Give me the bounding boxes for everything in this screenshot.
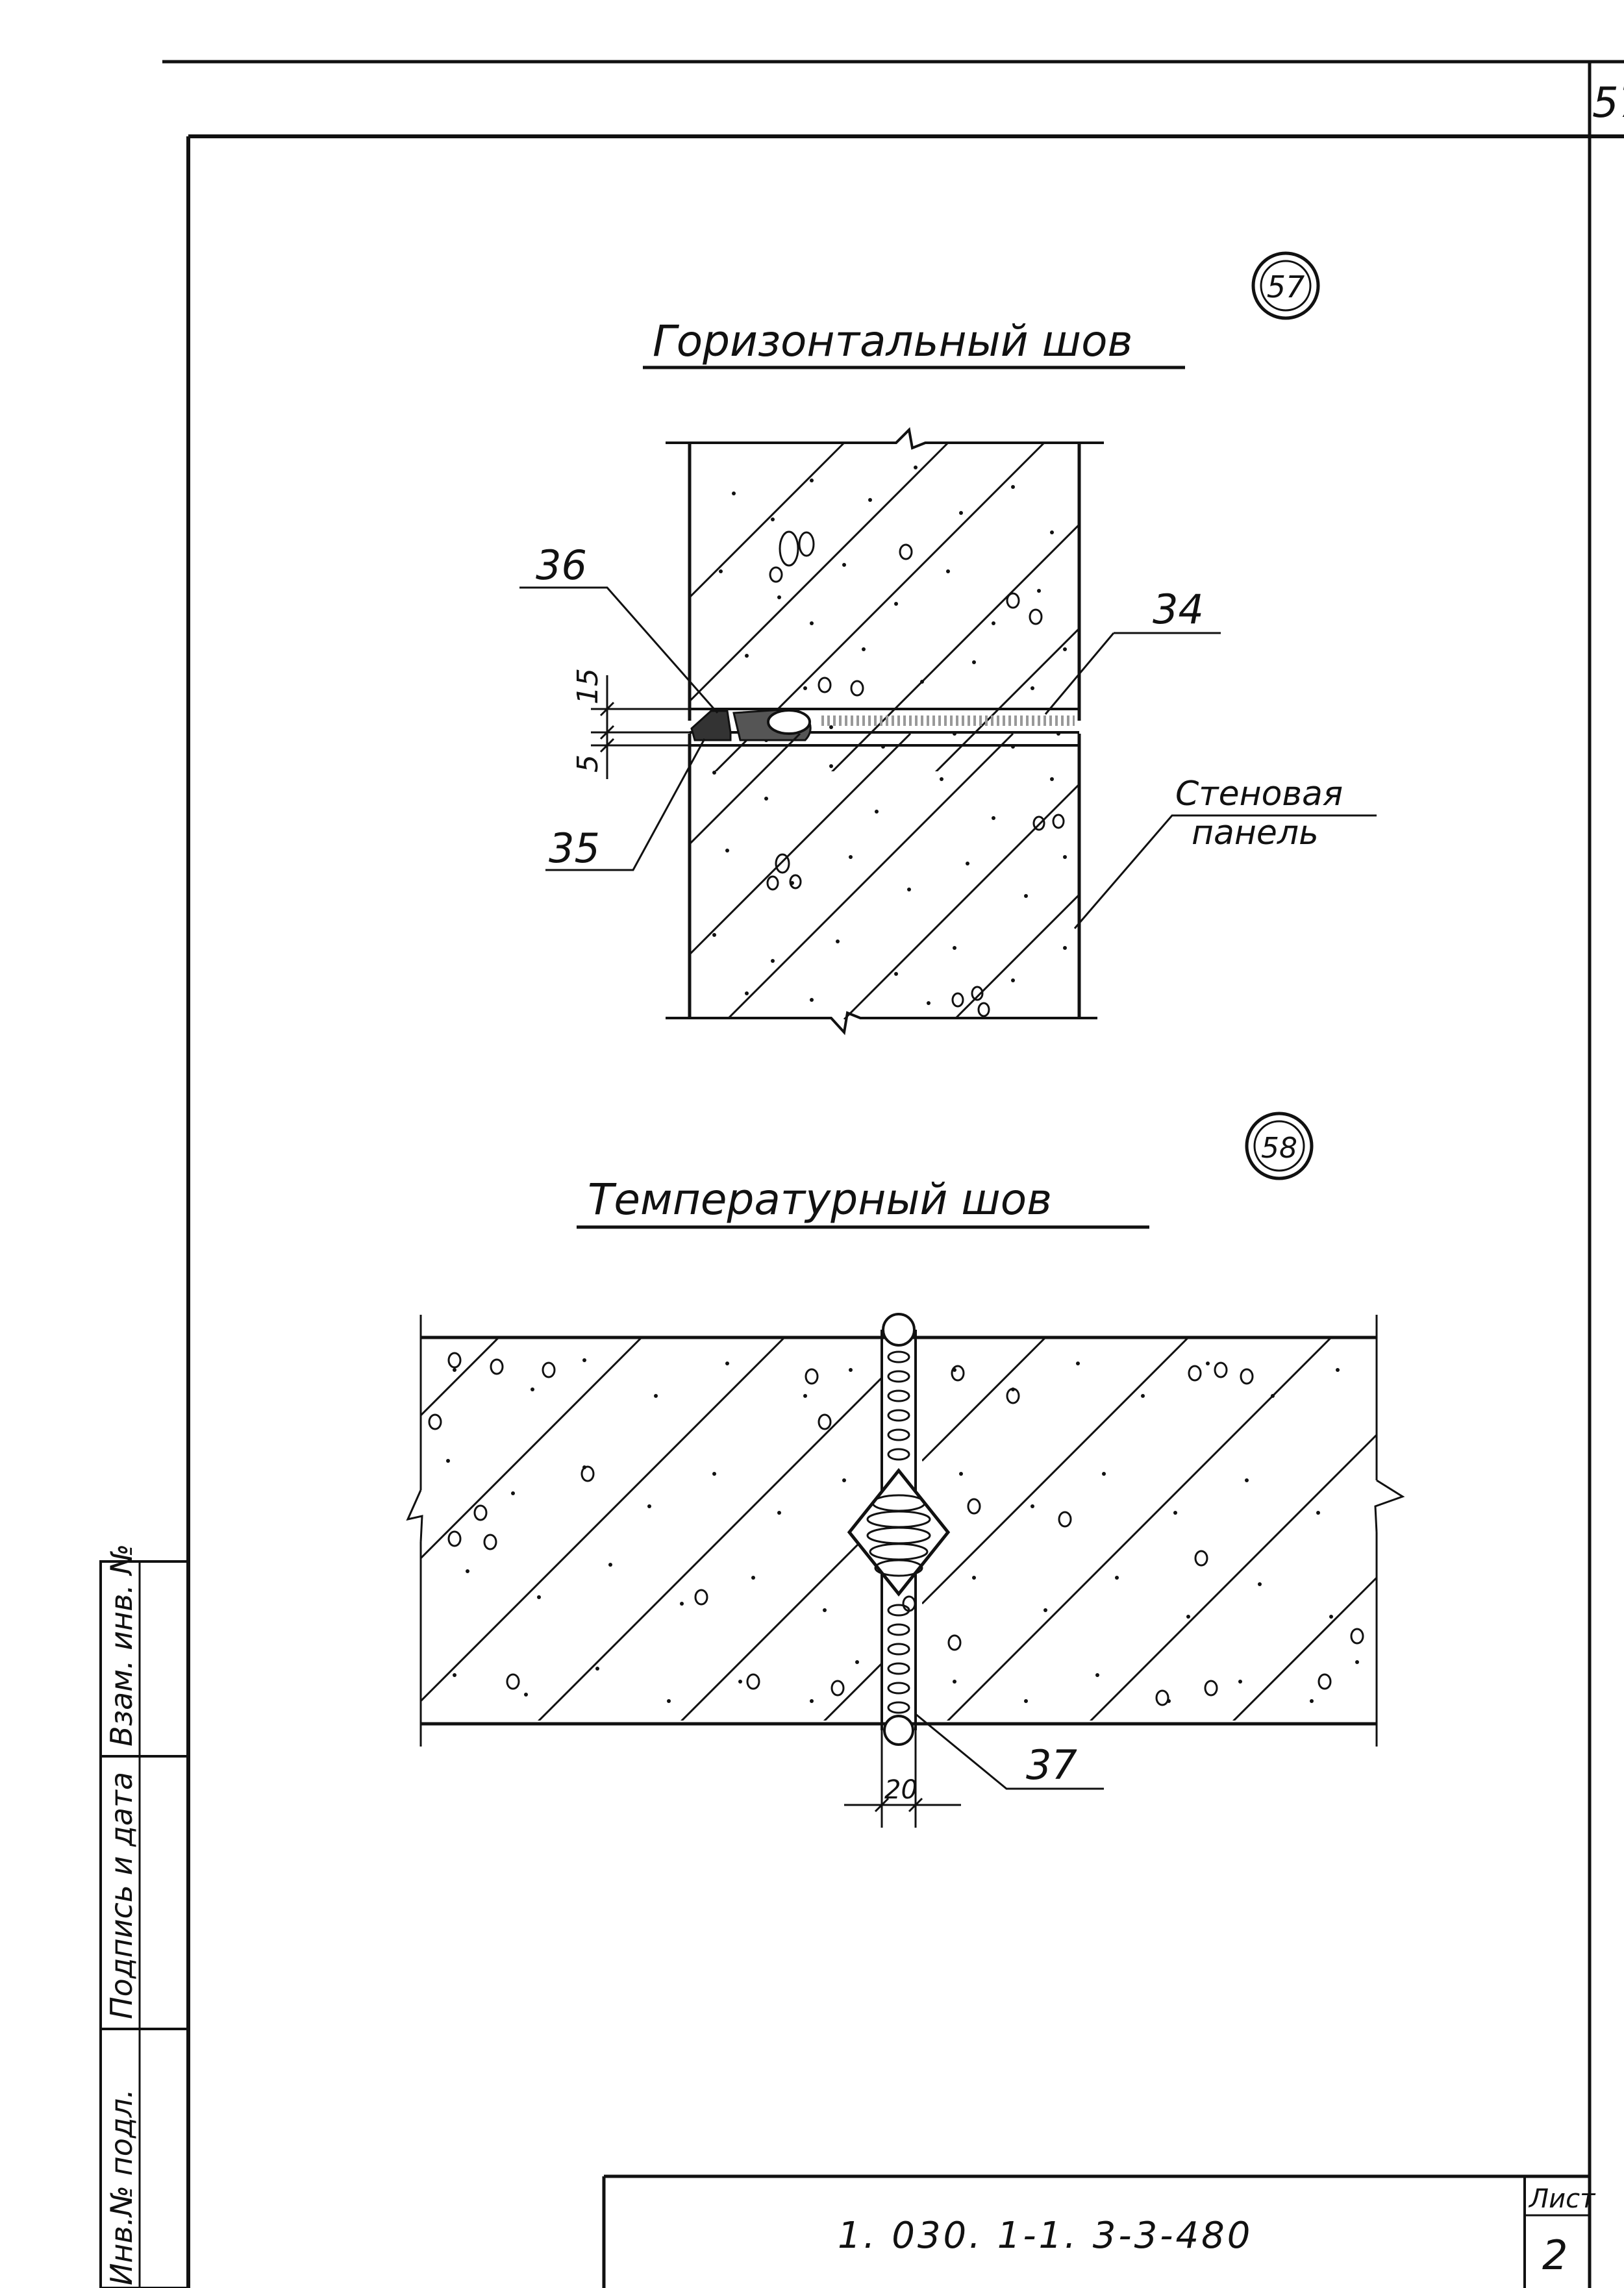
detail-58-marker xyxy=(1245,1112,1314,1180)
detail-57-marker xyxy=(1251,251,1320,320)
callout-35: 35 xyxy=(549,825,600,872)
callout-wall-panel-line1: Стеновая xyxy=(1175,775,1343,814)
dimension-15: 15 xyxy=(571,668,605,704)
page-number-corner: 57 xyxy=(1592,79,1624,127)
concrete-stipple-bottom xyxy=(712,764,1067,1005)
stamp-signature-date: Подпись и дата xyxy=(104,1772,139,2019)
break-mark-left xyxy=(406,1489,423,1543)
sealant-35 xyxy=(690,710,732,741)
detail-57: 57 Горизонтальный шов xyxy=(519,251,1377,1036)
detail-57-leaders xyxy=(519,586,1377,929)
break-line-top xyxy=(666,427,1104,450)
right-slab xyxy=(922,1336,1377,1721)
title-block-sheet-number: 2 xyxy=(1542,2232,1568,2279)
callout-36: 36 xyxy=(536,541,587,589)
break-line-bottom xyxy=(666,1011,1097,1036)
dimension-20: 20 xyxy=(884,1775,918,1805)
stamp-inv-no-orig: Инв.№ подл. xyxy=(104,2089,139,2285)
lower-wall-panel xyxy=(666,734,1097,1036)
callout-wall-panel-line2: панель xyxy=(1192,814,1319,852)
expansion-joint-filler-37 xyxy=(847,1313,951,1746)
stamp-replaced-inv: Взам. инв. № xyxy=(104,1544,139,1747)
title-block-designation: 1. 030. 1-1. 3-3-480 xyxy=(838,2215,1253,2257)
dimension-20-lines xyxy=(844,1730,961,1828)
leader-37 xyxy=(915,1713,1104,1790)
detail-57-number: 57 xyxy=(1267,269,1305,305)
break-mark-right xyxy=(1374,1479,1405,1533)
detail-58-number: 58 xyxy=(1261,1132,1297,1165)
detail-57-title: Горизонтальный шов xyxy=(653,316,1132,366)
dimension-15-5 xyxy=(591,675,690,779)
detail-58: 58 Температурный шов xyxy=(406,1112,1405,1828)
callout-34: 34 xyxy=(1153,586,1204,633)
callout-37: 37 xyxy=(1026,1741,1077,1789)
title-block-sheet-label: Лист xyxy=(1528,2184,1596,2214)
left-slab xyxy=(421,1336,916,1721)
horizontal-joint xyxy=(690,708,1079,747)
dimension-5: 5 xyxy=(571,754,605,773)
detail-58-title: Температурный шов xyxy=(588,1175,1052,1225)
sheet-frame xyxy=(99,60,1624,2288)
